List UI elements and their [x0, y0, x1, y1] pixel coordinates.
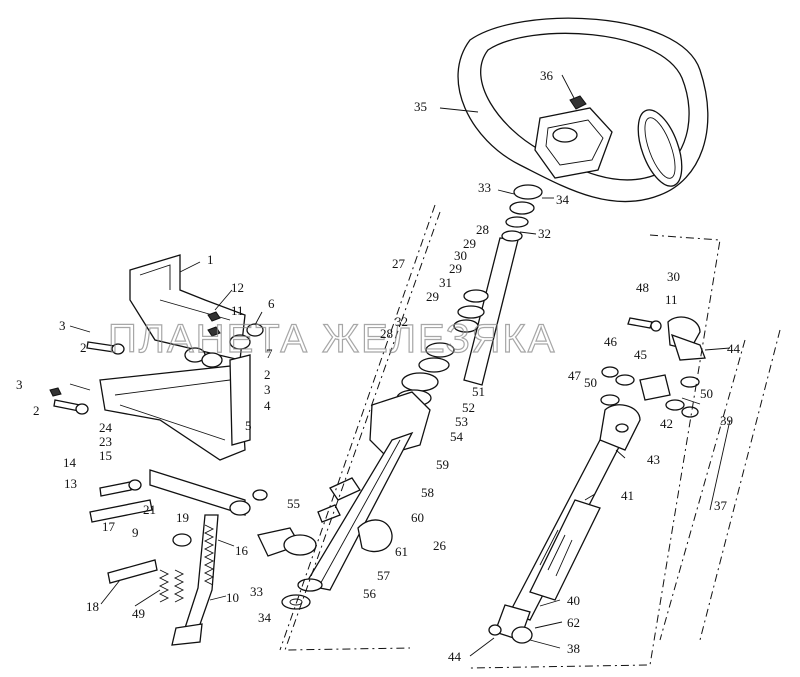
watermark-text: ПЛАНЕТА ЖЕЛЕЗЯКА — [108, 317, 556, 361]
callout-36: 36 — [540, 68, 554, 83]
callout-34-top: 34 — [556, 192, 570, 207]
callout-59: 59 — [436, 457, 449, 472]
callout-11-card: 11 — [665, 292, 678, 307]
callout-46: 46 — [604, 334, 618, 349]
callout-52: 52 — [462, 400, 475, 415]
callout-61: 61 — [395, 544, 408, 559]
callout-3-lower: 3 — [16, 377, 23, 392]
callout-62: 62 — [567, 615, 580, 630]
callout-3-upper: 3 — [59, 318, 66, 333]
steering-wheel — [457, 17, 709, 203]
callout-27: 27 — [392, 256, 406, 271]
callout-47: 47 — [568, 368, 582, 383]
callout-37: 37 — [714, 498, 728, 513]
callout-12: 12 — [231, 280, 244, 295]
callout-2-lower: 2 — [33, 403, 40, 418]
cardan-shaft — [469, 234, 781, 669]
callout-6: 6 — [268, 296, 275, 311]
callout-32-top: 32 — [538, 226, 551, 241]
callout-57: 57 — [377, 568, 391, 583]
callout-51: 51 — [472, 384, 485, 399]
callout-21: 21 — [143, 502, 156, 517]
steering-column — [257, 184, 543, 651]
callout-49: 49 — [132, 606, 145, 621]
callout-29-top: 29 — [463, 236, 476, 251]
callout-29-mid: 29 — [449, 261, 462, 276]
callout-9: 9 — [132, 525, 139, 540]
bracket-pedal-assembly — [49, 254, 268, 646]
callout-23: 23 — [99, 434, 112, 449]
callout-1: 1 — [207, 252, 214, 267]
callout-15: 15 — [99, 448, 112, 463]
callout-54: 54 — [450, 429, 464, 444]
callout-19: 19 — [176, 510, 189, 525]
callout-42: 42 — [660, 416, 673, 431]
callout-50-right: 50 — [700, 386, 713, 401]
callout-labels: 1 3 2 12 11 6 7 2 3 4 5 3 2 24 23 15 14 … — [16, 68, 741, 664]
callout-30-col: 30 — [454, 248, 467, 263]
callout-34-low: 34 — [258, 610, 272, 625]
callout-45: 45 — [634, 347, 647, 362]
callout-31: 31 — [439, 275, 452, 290]
callout-58: 58 — [421, 485, 434, 500]
callout-3-right: 3 — [264, 382, 271, 397]
callout-38: 38 — [567, 641, 580, 656]
callout-44-bottom: 44 — [448, 649, 462, 664]
callout-41: 41 — [621, 488, 634, 503]
callout-14: 14 — [63, 455, 77, 470]
callout-32-mid: 32 — [395, 314, 408, 329]
callout-28-top: 28 — [476, 222, 489, 237]
callout-30-card: 30 — [667, 269, 680, 284]
callout-17: 17 — [102, 519, 116, 534]
callout-33-low: 33 — [250, 584, 263, 599]
callout-40: 40 — [567, 593, 580, 608]
callout-2-upper: 2 — [80, 340, 87, 355]
callout-11-left: 11 — [231, 303, 244, 318]
callout-28-low: 28 — [380, 326, 393, 341]
callout-39: 39 — [720, 413, 733, 428]
callout-29-low: 29 — [426, 289, 439, 304]
callout-43: 43 — [647, 452, 660, 467]
callout-16: 16 — [235, 543, 249, 558]
callout-44-top: 44 — [727, 341, 741, 356]
callout-18: 18 — [86, 599, 99, 614]
callout-35: 35 — [414, 99, 427, 114]
callout-5: 5 — [245, 418, 252, 433]
callout-2-right: 2 — [264, 367, 271, 382]
callout-56: 56 — [363, 586, 377, 601]
callout-60: 60 — [411, 510, 424, 525]
leader-lines — [69, 74, 731, 657]
callout-24: 24 — [99, 420, 113, 435]
callout-26: 26 — [433, 538, 447, 553]
callout-7: 7 — [266, 346, 273, 361]
callout-48: 48 — [636, 280, 649, 295]
callout-55: 55 — [287, 496, 300, 511]
callout-50-left: 50 — [584, 375, 597, 390]
callout-33-top: 33 — [478, 180, 491, 195]
callout-13: 13 — [64, 476, 77, 491]
callout-53: 53 — [455, 414, 468, 429]
callout-10: 10 — [226, 590, 239, 605]
callout-4: 4 — [264, 398, 271, 413]
